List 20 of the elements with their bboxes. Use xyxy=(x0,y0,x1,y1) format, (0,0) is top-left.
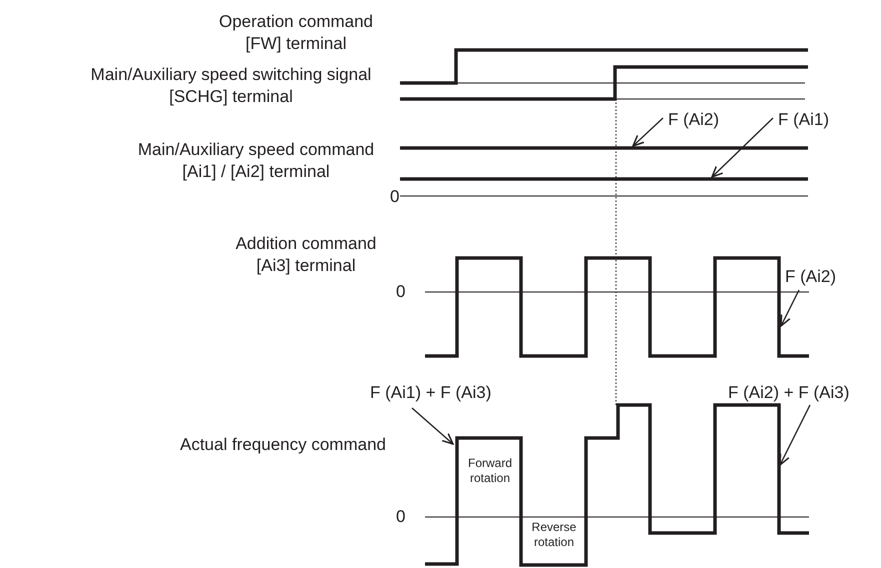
zero-level-label: 0 xyxy=(396,506,406,528)
callout-label: F (Ai2) xyxy=(668,109,719,131)
leader-line xyxy=(780,290,800,327)
annotation-text: Reverse rotation xyxy=(530,520,578,550)
signal-name: Main/Auxiliary speed switching signal [SCHG] terminal xyxy=(90,64,372,108)
signal-name: Operation command [FW] terminal xyxy=(218,11,374,55)
callout-label: F (Ai1) + F (Ai3) xyxy=(370,382,492,404)
signal-name: Main/Auxiliary speed command [Ai1] / [Ai2] terminal xyxy=(136,139,376,183)
leader-line xyxy=(711,118,774,178)
signal-name: Actual frequency command xyxy=(179,434,386,456)
signal-name: Addition command [Ai3] terminal xyxy=(234,233,378,277)
leader-line xyxy=(412,408,454,445)
zero-level-label: 0 xyxy=(390,186,400,208)
callout-label: F (Ai1) xyxy=(778,109,829,131)
leader-line xyxy=(779,404,811,466)
annotation-text: Forward rotation xyxy=(466,456,513,486)
callout-label: F (Ai2) + F (Ai3) xyxy=(728,382,850,404)
leader-line xyxy=(632,118,664,147)
callout-label: F (Ai2) xyxy=(785,266,836,288)
zero-level-label: 0 xyxy=(396,281,406,303)
